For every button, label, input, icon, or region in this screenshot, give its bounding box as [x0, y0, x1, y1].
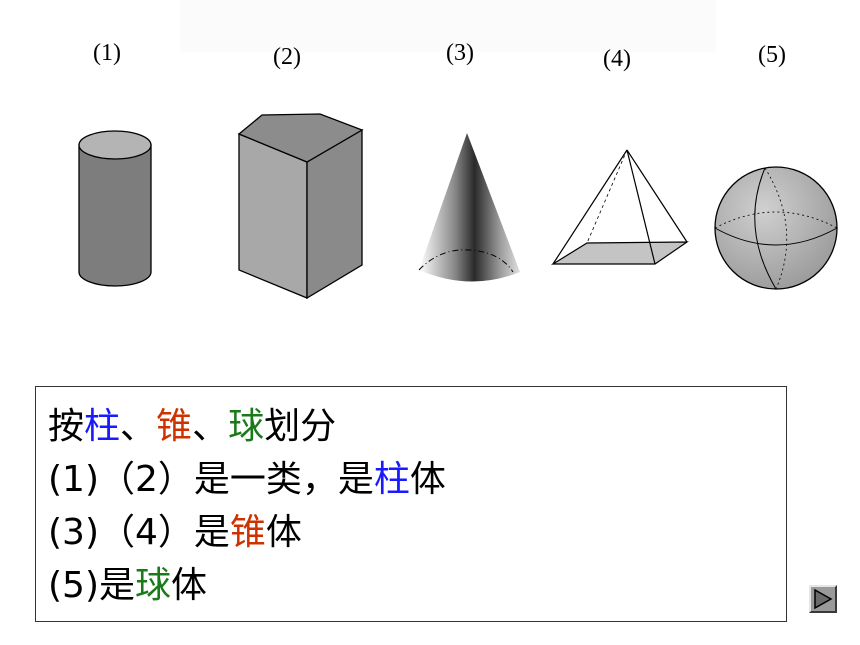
text-l1-c: 、	[120, 406, 157, 447]
text-l3-c: 体	[265, 512, 302, 553]
label-shape-4: (4)	[603, 46, 631, 72]
keyword-cone-2: 锥	[229, 512, 266, 553]
label-shape-1: (1)	[93, 40, 121, 66]
text-l3-a: (3)（4）是	[48, 512, 230, 553]
label-shape-5: (5)	[758, 42, 786, 68]
text-l4-c: 体	[171, 565, 208, 606]
sphere-shape	[714, 166, 838, 290]
text-line-3: (3)（4）是锥体	[48, 513, 302, 553]
label-shape-2: (2)	[273, 44, 301, 70]
pyramid-shape	[550, 149, 689, 265]
classification-textbox: 按柱、锥、球划分 (1)（2）是一类，是柱体 (3)（4）是锥体 (5)是球体	[35, 386, 787, 622]
text-l1-e: 、	[192, 406, 229, 447]
next-slide-button[interactable]	[809, 585, 837, 613]
keyword-prism-2: 柱	[373, 459, 410, 500]
keyword-sphere: 球	[228, 406, 265, 447]
text-l1-a: 按	[48, 406, 85, 447]
header-background	[180, 0, 716, 52]
cylinder-shape	[78, 130, 152, 287]
text-l2-c: 体	[409, 459, 446, 500]
label-shape-3: (3)	[446, 40, 474, 66]
text-line-1: 按柱、锥、球划分	[48, 407, 336, 447]
text-line-4: (5)是球体	[48, 566, 207, 606]
keyword-prism: 柱	[84, 406, 121, 447]
cone-shape	[418, 133, 520, 282]
text-l1-g: 划分	[264, 406, 337, 447]
text-l4-a: (5)是	[48, 565, 135, 606]
text-l2-a: (1)（2）是一类，是	[48, 459, 374, 500]
prism-shape	[237, 113, 364, 300]
play-triangle-icon	[814, 588, 833, 610]
keyword-cone: 锥	[156, 406, 193, 447]
keyword-sphere-2: 球	[135, 565, 172, 606]
text-line-2: (1)（2）是一类，是柱体	[48, 460, 446, 500]
